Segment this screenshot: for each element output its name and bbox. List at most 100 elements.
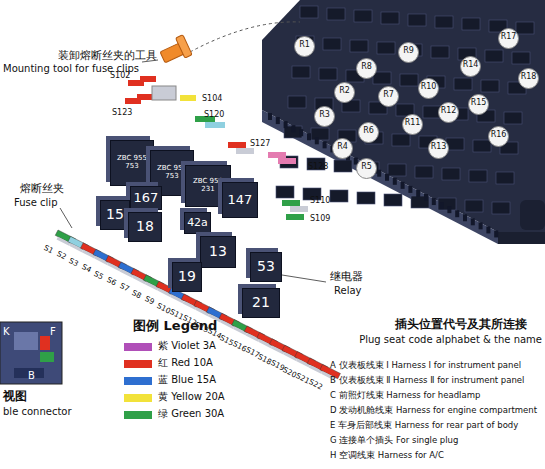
board-socket — [384, 194, 402, 206]
board-tooth — [463, 214, 467, 221]
legend-swatch — [124, 411, 152, 419]
board-socket — [377, 42, 395, 54]
relay-number: 42a — [187, 217, 208, 229]
board-socket — [512, 52, 530, 64]
fuse-number: S2 — [55, 250, 67, 262]
board-socket — [276, 186, 294, 198]
fuse-number: S128 — [308, 162, 328, 171]
board-socket — [300, 6, 318, 18]
board-tooth — [432, 198, 436, 205]
relay-number: 19 — [178, 269, 196, 284]
label: ble connector — [3, 406, 72, 418]
legend-text: 绿 Green 30A — [158, 408, 224, 420]
board-tooth — [455, 210, 459, 217]
leader-line — [190, 22, 300, 52]
relay: 53 — [250, 252, 282, 282]
board-tooth — [486, 226, 490, 233]
label: Plug seat code alphabet & the name — [359, 334, 542, 346]
board-socket — [473, 140, 491, 152]
fuse-number: S8 — [130, 289, 142, 301]
label: B 仪表板线束 Ⅱ Harness Ⅱ for instrument panel — [330, 376, 524, 386]
board-socket — [438, 198, 456, 210]
legend-swatch — [124, 377, 152, 385]
board-socket — [392, 134, 410, 146]
board-socket — [334, 160, 352, 172]
board-socket — [323, 38, 341, 50]
fuse-number: S110 — [310, 196, 330, 205]
board-tooth — [291, 125, 295, 132]
board-edge — [498, 232, 545, 244]
fuse-number: S109 — [310, 214, 330, 223]
relay-position: R7 — [383, 90, 394, 99]
fuse-number: S102 — [110, 71, 130, 80]
fuse-number: S120 — [204, 110, 224, 119]
label: A 仪表板线束 Ⅰ Harness Ⅰ for instrument panel — [330, 361, 521, 371]
board-socket — [431, 46, 449, 58]
relay: 18 — [128, 212, 162, 242]
board-knob — [520, 200, 545, 230]
board-tooth — [479, 222, 483, 229]
relay-number: 18 — [136, 219, 154, 234]
relay: 42a — [184, 212, 211, 234]
board-socket — [381, 12, 399, 24]
fuse-number: S127 — [250, 139, 270, 148]
board-tooth — [440, 202, 444, 209]
board-socket — [496, 172, 514, 184]
board-socket — [504, 112, 522, 124]
board-tooth — [401, 182, 405, 189]
relay: 147 — [222, 182, 258, 218]
board-socket — [292, 66, 310, 78]
board-slots — [268, 6, 534, 237]
board-tooth — [284, 121, 288, 128]
relay-number: 15 — [106, 207, 124, 222]
fuse-number: S6 — [105, 276, 117, 288]
board-tooth — [408, 186, 412, 193]
relay-number: 147 — [228, 193, 253, 207]
label: D 发动机舱线束 Harness for engine compartment — [330, 406, 537, 416]
relay-position: R1 — [299, 40, 310, 49]
relay-position: R13 — [431, 142, 447, 151]
relay: 167 — [130, 186, 162, 210]
board-socket — [354, 10, 372, 22]
label: K — [3, 326, 10, 338]
board-tooth — [276, 117, 280, 124]
label: H 空调线束 Harness for A/C — [330, 451, 444, 461]
leader-line — [60, 208, 72, 228]
label: Fuse clip — [14, 197, 58, 209]
legend-text: 红 Red 10A — [158, 357, 213, 369]
legend-swatch — [124, 394, 152, 402]
board-socket — [462, 18, 480, 30]
board-tooth — [471, 218, 475, 225]
board-socket — [357, 192, 375, 204]
relay-position: R18 — [521, 72, 537, 81]
relay-position: R8 — [361, 62, 372, 71]
label: C 前照灯线束 Harness for headlamp — [330, 391, 480, 401]
label: 装卸熔断丝夹的工具 — [58, 50, 157, 63]
board-edge — [262, 110, 498, 244]
connector-view — [0, 322, 62, 384]
board-tooth — [393, 178, 397, 185]
fuse-row — [54, 230, 341, 381]
board-tooth — [385, 174, 389, 181]
relay: 19 — [172, 262, 202, 292]
fuse-number: S123 — [112, 108, 132, 117]
board-socket — [442, 168, 460, 180]
board-tooth — [315, 137, 319, 144]
board-socket — [311, 128, 329, 140]
label: B — [28, 370, 35, 382]
relay-position: R15 — [471, 98, 487, 107]
legend-text: 紫 Violet 3A — [158, 340, 216, 352]
label: 视图 — [3, 390, 27, 404]
board-socket — [415, 166, 433, 178]
board-socket — [350, 40, 368, 52]
fuse-number: S7 — [118, 282, 130, 294]
label: 插头位置代号及其所连接 — [395, 318, 527, 332]
relay-number: 167 — [134, 191, 159, 205]
fuse-number: S1 — [42, 244, 54, 256]
board-socket — [319, 68, 337, 80]
label: 继电器 — [330, 271, 363, 284]
board-socket — [465, 200, 483, 212]
mounting-tool — [157, 35, 192, 67]
board-socket — [388, 164, 406, 176]
relay-position: R16 — [491, 130, 507, 139]
